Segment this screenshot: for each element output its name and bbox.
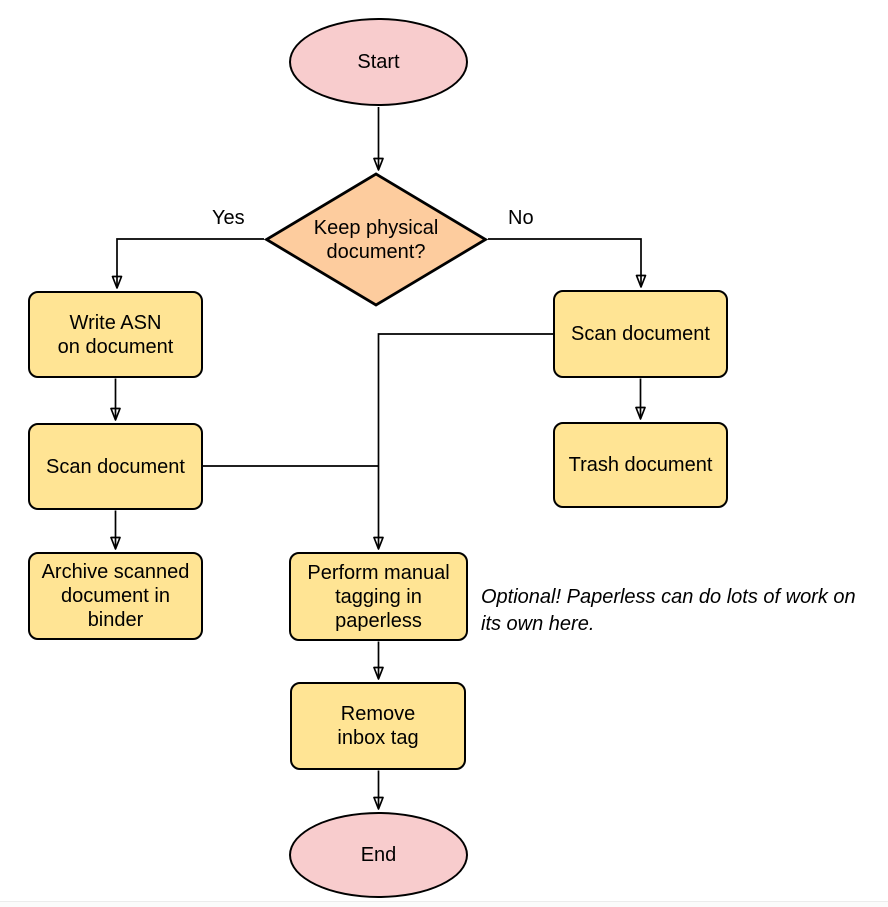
node-scan-document-left-label: Scan document: [46, 455, 185, 478]
node-write-asn-label: Write ASN on document: [57, 311, 174, 358]
edge-decision-no: [488, 238, 647, 288]
node-decision-keep-physical: Keep physical document?: [264, 172, 488, 307]
node-remove-inbox-tag-label: Remove inbox tag: [337, 703, 419, 749]
edge-decision-yes: [111, 238, 264, 289]
node-start: Start: [289, 18, 468, 106]
node-end-label: End: [360, 844, 397, 866]
node-manual-tagging: Perform manual tagging in paperless: [289, 552, 468, 641]
annotation-note: Optional! Paperless can do lots of work …: [481, 586, 856, 635]
node-write-asn: Write ASN on document: [28, 291, 203, 378]
edge-label-no: No: [506, 207, 536, 229]
node-manual-tagging-label: Perform manual tagging in paperless: [307, 561, 450, 632]
decision-diamond-shape: [264, 172, 488, 307]
node-end: End: [289, 812, 468, 898]
edge-label-yes: Yes: [210, 207, 247, 229]
node-decision-label: Keep physical document?: [313, 216, 439, 263]
node-start-label: Start: [357, 51, 400, 73]
node-archive-binder: Archive scanned document in binder: [28, 552, 203, 640]
node-scan-document-right: Scan document: [553, 290, 728, 378]
node-trash-document: Trash document: [553, 422, 728, 508]
edge-scan-right-to-tagging: [373, 333, 553, 550]
node-scan-document-right-label: Scan document: [571, 323, 710, 345]
node-scan-document-left: Scan document: [28, 423, 203, 510]
node-trash-document-label: Trash document: [568, 454, 713, 476]
node-archive-binder-label: Archive scanned document in binder: [41, 561, 190, 631]
page-bottom-edge: [0, 901, 888, 907]
node-remove-inbox-tag: Remove inbox tag: [290, 682, 466, 770]
